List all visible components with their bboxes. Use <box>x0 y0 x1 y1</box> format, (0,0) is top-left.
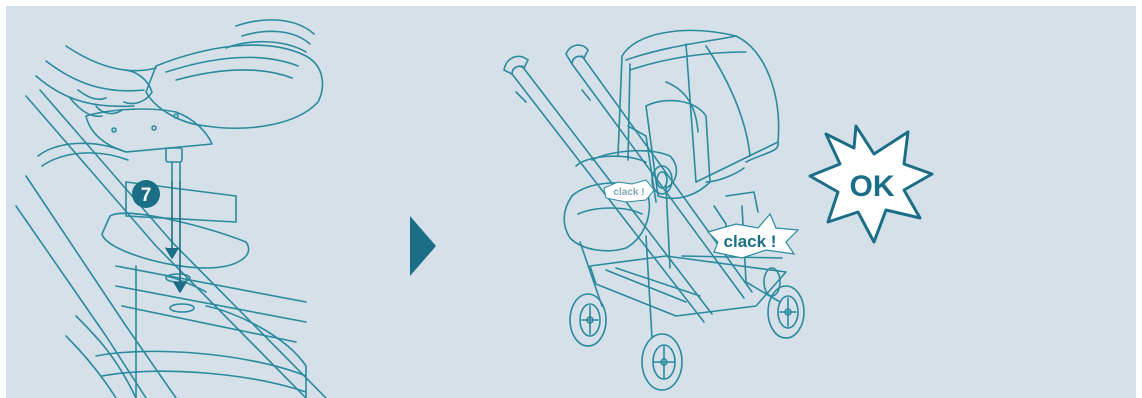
clack-small-text: clack ! <box>613 187 644 198</box>
step-7-illustration <box>16 20 326 398</box>
step-number: 7 <box>141 185 152 206</box>
wheels <box>570 268 804 390</box>
illustration-panel: 7 <box>6 6 1136 398</box>
wheel-front-right <box>642 334 682 390</box>
wheel-front-left <box>570 294 606 346</box>
play-triangle-icon <box>410 216 436 276</box>
wheel-rear-right <box>768 286 804 338</box>
seat <box>576 101 744 202</box>
seat-connector <box>166 148 182 182</box>
clack-large-text: clack ! <box>724 232 777 251</box>
illustration-svg: 7 <box>6 6 1136 398</box>
clack-callout-large: clack ! <box>708 214 798 258</box>
seat-shell <box>38 20 322 166</box>
stroller-frame <box>16 90 326 398</box>
ok-text: OK <box>850 170 895 203</box>
assembled-stroller <box>504 30 804 390</box>
step-badge: 7 <box>132 180 160 208</box>
ok-burst: OK <box>810 126 932 242</box>
